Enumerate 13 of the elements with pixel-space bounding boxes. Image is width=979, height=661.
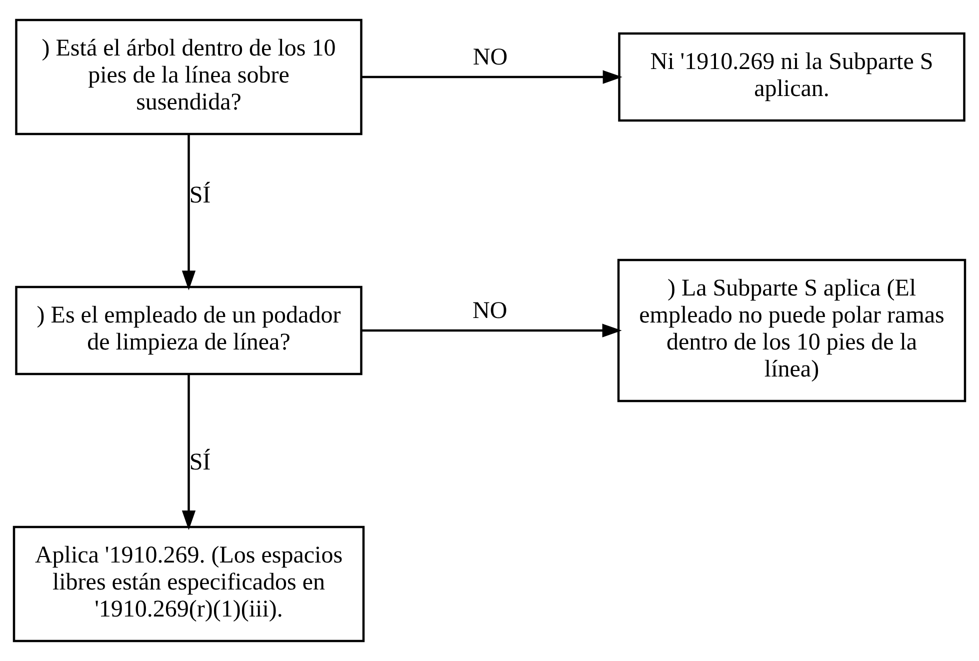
edge-label: NO: [472, 44, 508, 71]
arrow: [362, 70, 622, 84]
node-box: ) Es el empleado de un podador de limpieza de línea?: [15, 286, 362, 376]
arrow: [182, 134, 196, 290]
node-box: Ni '1910.269 ni la Subparte S aplican.: [618, 32, 966, 122]
node-box: Aplica '1910.269. (Los espacios libres están especificados en '1910.269(r)(1)(iii).: [12, 526, 365, 642]
arrow: [362, 324, 622, 338]
node-box: ) La Subparte S aplica (El empleado no puede polar ramas dentro de los 10 pies de la línea): [617, 258, 966, 402]
edge-label: NO: [472, 298, 508, 324]
edge-label: SÍ: [189, 182, 211, 209]
node-box: ) Está el árbol dentro de los 10 pies de la línea sobre susendida?: [15, 18, 362, 136]
arrow: [182, 374, 196, 530]
edge-label: SÍ: [189, 450, 211, 476]
